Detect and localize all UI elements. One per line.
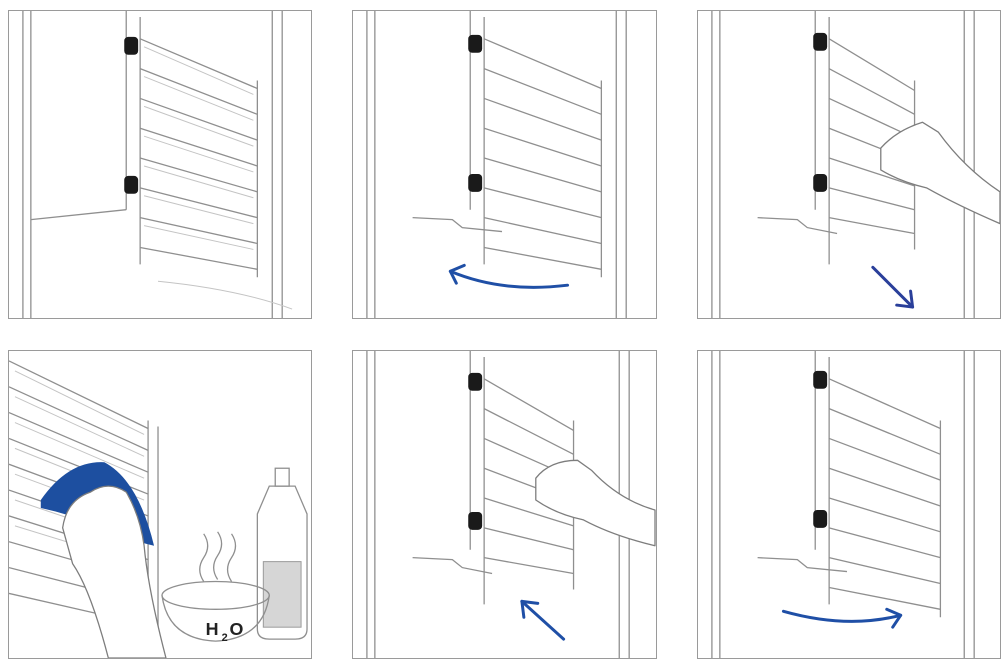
water-label-end: O [230, 619, 244, 639]
rack-icon [483, 16, 603, 278]
arrow-icon [520, 599, 566, 641]
step-2-illustration [366, 11, 627, 318]
step-4-panel: H 2 O [8, 350, 312, 659]
knob-icon [468, 511, 483, 530]
step-6-panel [697, 350, 1001, 659]
hand-icon [880, 121, 1000, 225]
knob-icon [468, 372, 483, 391]
step-1-panel [8, 10, 312, 319]
arrow-icon [781, 609, 903, 623]
knob-icon [468, 173, 483, 192]
step-6-illustration [711, 351, 975, 658]
water-label-subscript: 2 [222, 632, 228, 644]
water-bowl-icon: H 2 O [161, 580, 270, 644]
knob-icon [468, 34, 483, 53]
knob-icon [813, 370, 828, 389]
step-3-panel [697, 10, 1001, 319]
steam-icon [199, 531, 237, 582]
hand-icon [535, 459, 656, 547]
knob-icon [124, 36, 139, 55]
step-1-illustration [22, 11, 293, 318]
rack-icon [139, 16, 259, 278]
knob-icon [813, 32, 828, 51]
step-4-illustration: H 2 O [9, 360, 308, 658]
knob-icon [813, 509, 828, 528]
hand-icon [61, 485, 167, 658]
water-label: H [206, 619, 219, 639]
knob-icon [813, 173, 828, 192]
step-5-illustration [366, 351, 656, 658]
step-2-panel [352, 10, 657, 319]
knob-icon [124, 175, 139, 194]
arrow-icon [448, 269, 570, 289]
step-3-illustration [711, 11, 1000, 318]
arrow-icon [871, 265, 915, 309]
step-5-panel [352, 350, 657, 659]
rack-icon [828, 356, 942, 618]
